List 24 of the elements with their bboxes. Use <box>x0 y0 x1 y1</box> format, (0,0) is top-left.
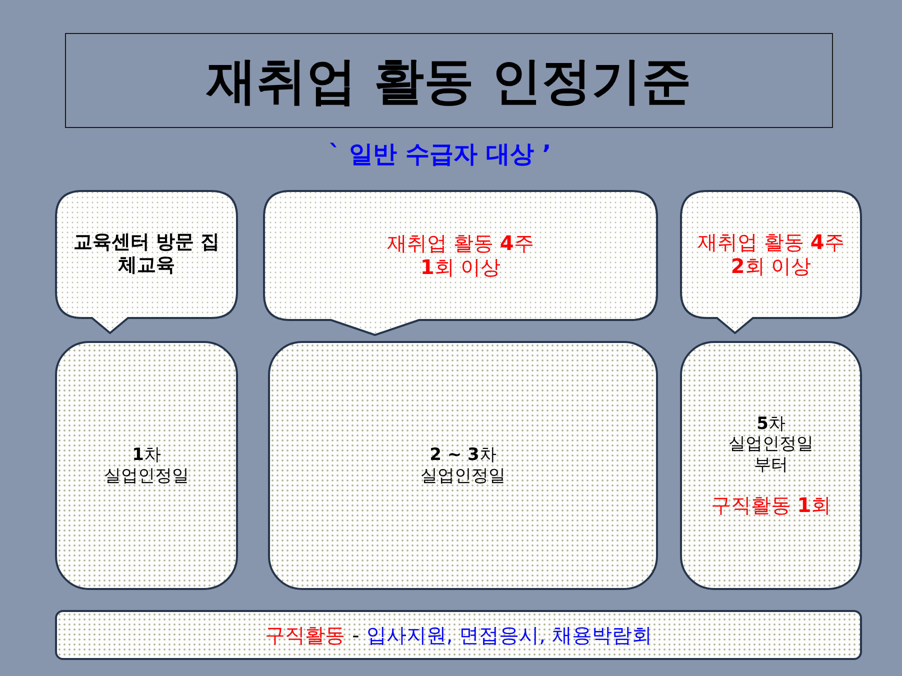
banner-text: 입사지원, 면접응시, 채용박람회 <box>366 623 652 647</box>
box-text: 실업인정일 <box>728 434 814 455</box>
rounded-box <box>680 341 862 590</box>
callout-text: 재취업 활동 4주 1회 이상 <box>386 231 535 279</box>
rounded-box <box>55 341 238 590</box>
title-text: 재취업 활동 인정기준 <box>206 50 692 110</box>
callout-text: 재취업 활동 4주 2회 이상 <box>696 230 846 278</box>
box-text: 5차 <box>756 414 786 434</box>
box-text: 부터 <box>754 454 788 476</box>
subtitle-text: ` 일반 수급자 대상 ’ <box>328 139 552 170</box>
banner-text: 구직활동 <box>265 623 346 647</box>
callout-bubble <box>263 190 658 336</box>
banner-box <box>55 610 862 660</box>
box-text: 실업인정일 <box>420 466 506 486</box>
rounded-box <box>268 341 658 590</box>
banner-text: - <box>352 623 360 647</box>
box-text: 구직활동 1회 <box>710 493 832 518</box>
callout-bubble <box>680 190 862 334</box>
box-text: 1차 <box>132 445 161 466</box>
box-text: 실업인정일 <box>104 466 189 486</box>
title-box <box>65 33 833 128</box>
box-text: 2 ~ 3차 <box>430 445 496 466</box>
callout-text: 교육센터 방문 집체교육 <box>72 231 221 277</box>
callout-bubble <box>55 190 238 334</box>
